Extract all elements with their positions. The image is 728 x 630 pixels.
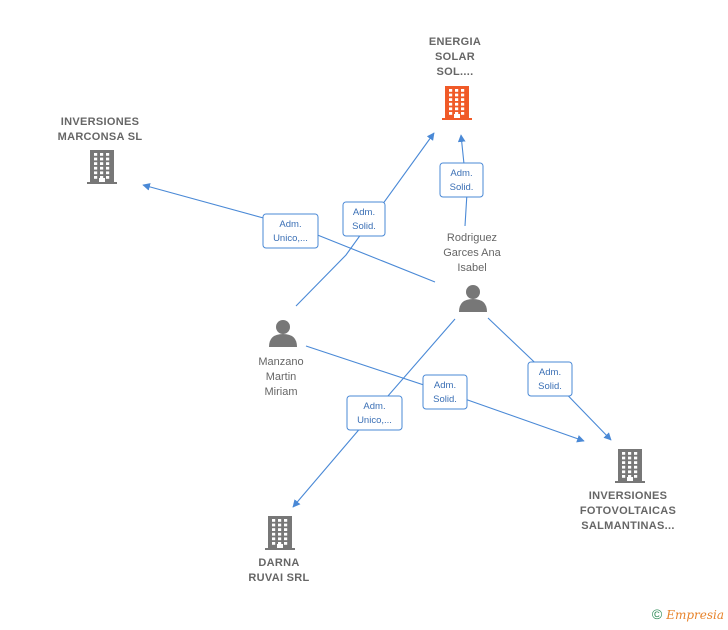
node-fotovoltaicas[interactable]: INVERSIONES FOTOVOLTAICAS SALMANTINAS... <box>580 449 676 532</box>
node-label-line: Martin <box>266 371 297 383</box>
node-label-line: ENERGIA <box>429 36 481 48</box>
edge-label-line: Unico,... <box>273 233 308 244</box>
node-label-line: SOL.... <box>437 66 474 78</box>
footer-brand[interactable]: ©Empresia <box>652 606 724 622</box>
copyright-icon: © <box>651 606 663 622</box>
node-label-line: MARCONSA SL <box>58 131 143 143</box>
edge-label-line: Adm. <box>539 367 561 378</box>
brand-logo: Empresia <box>666 608 724 622</box>
node-energia[interactable]: ENERGIA SOLAR SOL.... <box>429 36 481 120</box>
node-label-line: DARNA <box>258 557 299 569</box>
building-icon <box>265 516 295 550</box>
node-marconsa[interactable]: INVERSIONES MARCONSA SL <box>58 116 143 184</box>
edge-label-line: Solid. <box>433 394 457 405</box>
edge-label-box[interactable] <box>527 361 573 397</box>
edge-label-line: Adm. <box>279 219 301 230</box>
edge-rodriguez-marconsa[interactable]: Adm. Unico,... <box>142 183 436 283</box>
edge-manzano-fotovoltaicas[interactable]: Adm. Solid. <box>305 345 585 443</box>
node-label-line: Garces Ana <box>443 247 501 259</box>
node-label-line: INVERSIONES <box>61 116 140 128</box>
edge-label-box[interactable] <box>422 374 468 410</box>
node-label-line: FOTOVOLTAICAS <box>580 505 676 517</box>
edge-manzano-energia[interactable]: Adm. Solid. <box>295 132 435 307</box>
node-label-line: Rodriguez <box>447 232 497 244</box>
edges-layer: Adm. Solid. Adm. Solid. Adm. Unico,... Adm. Sol… <box>142 132 612 508</box>
node-label-line: SOLAR <box>435 51 475 63</box>
nodes-layer: ENERGIA SOLAR SOL.... INVERSIONES MARCONSA S… <box>58 36 676 584</box>
edge-rodriguez-energia[interactable]: Adm. Solid. <box>439 134 484 227</box>
edge-label-line: Solid. <box>538 381 562 392</box>
edge-label-line: Adm. <box>363 401 385 412</box>
node-darna[interactable]: DARNA RUVAI SRL <box>248 516 309 584</box>
edge-label-box[interactable] <box>439 162 484 198</box>
node-label-line: INVERSIONES <box>589 490 668 502</box>
edge-label-line: Solid. <box>352 221 376 232</box>
node-label-line: SALMANTINAS... <box>581 520 674 532</box>
edge-label-line: Solid. <box>450 182 474 193</box>
building-icon <box>442 86 472 120</box>
person-icon <box>459 285 487 312</box>
node-label-line: Manzano <box>258 356 303 368</box>
node-label-line: RUVAI SRL <box>248 572 309 584</box>
edge-rodriguez-fotovoltaicas[interactable]: Adm. Solid. <box>487 317 612 441</box>
edge-label-line: Adm. <box>353 207 375 218</box>
node-label-line: Miriam <box>265 386 298 398</box>
person-icon <box>269 320 297 347</box>
edge-label-line: Adm. <box>450 168 472 179</box>
building-icon <box>87 150 117 184</box>
edge-label-box[interactable] <box>342 201 386 237</box>
building-icon <box>615 449 645 483</box>
edge-label-line: Adm. <box>434 380 456 391</box>
edge-line <box>295 132 435 307</box>
edge-label-box[interactable] <box>346 395 403 431</box>
node-label-line: Isabel <box>457 262 486 274</box>
edge-label-line: Unico,... <box>357 415 392 426</box>
edge-label-box[interactable] <box>262 213 319 249</box>
edge-rodriguez-darna[interactable]: Adm. Unico,... <box>292 318 456 508</box>
